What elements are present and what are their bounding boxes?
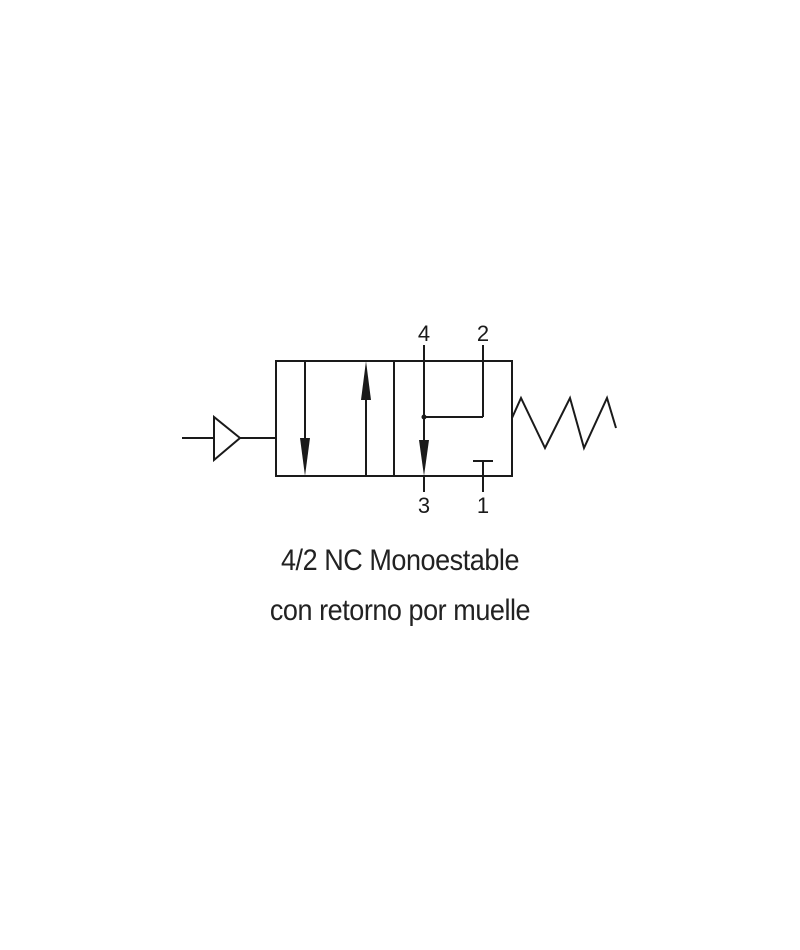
- arrow-up-icon: [361, 361, 371, 400]
- actuated-position-box: [300, 361, 371, 476]
- junction-dot: [421, 414, 427, 420]
- pilot-triangle-icon: [213, 414, 242, 463]
- arrow-down-icon: [419, 440, 429, 476]
- caption-line-2: con retorno por muelle: [269, 594, 531, 627]
- port-label-1: 1: [477, 493, 489, 518]
- rest-position-box: [419, 345, 493, 492]
- valve-body: [275, 360, 513, 477]
- port-label-2: 2: [477, 321, 489, 346]
- spring-icon: [511, 395, 617, 451]
- port-label-3: 3: [418, 493, 430, 518]
- pilot-actuator: [182, 414, 276, 463]
- port-label-4: 4: [418, 321, 430, 346]
- arrow-down-icon: [300, 438, 310, 476]
- caption-line-1: 4/2 NC Monoestable: [280, 544, 520, 577]
